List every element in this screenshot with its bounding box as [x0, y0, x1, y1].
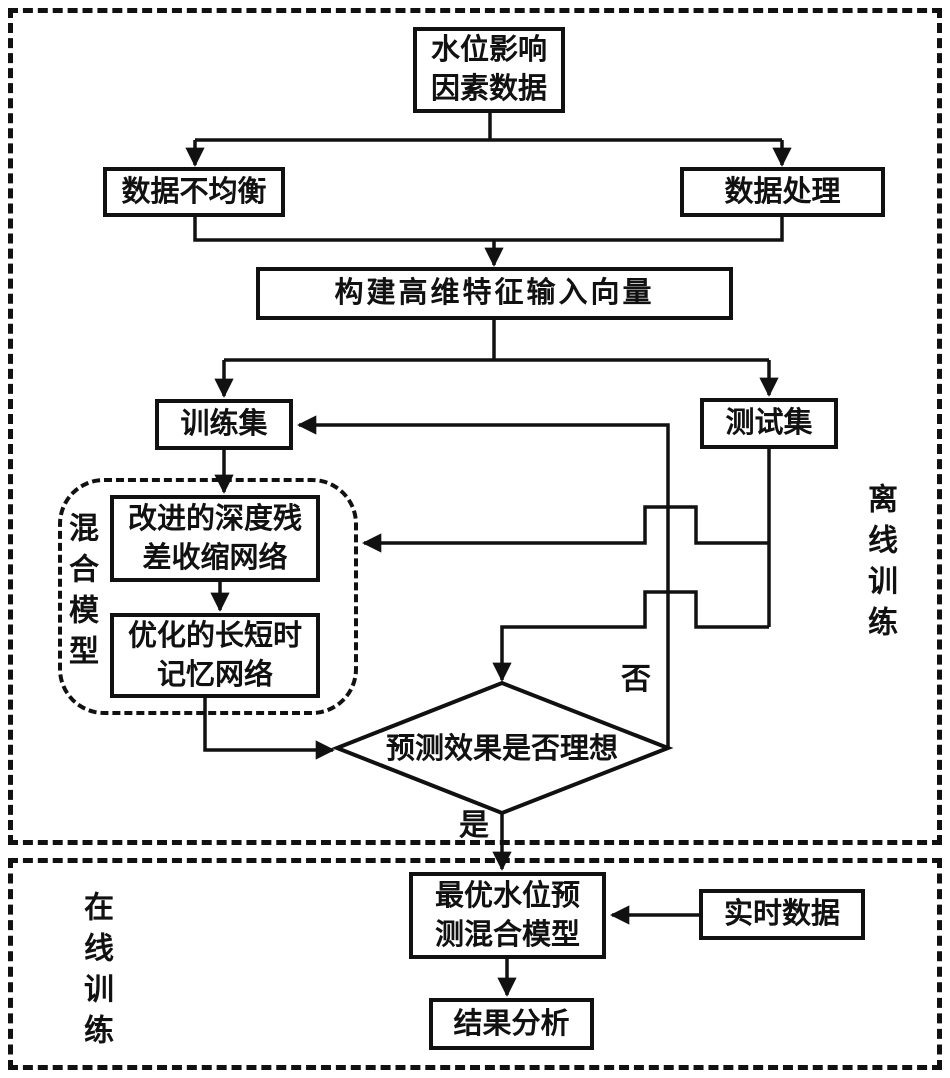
decision-label: 预测效果是否理想 [385, 733, 618, 765]
edge-test-to-decision [492, 590, 769, 682]
node-lstm-line1: 优化的长短时 [127, 619, 302, 652]
edge-label-yes: 是 [459, 809, 489, 842]
node-result-label: 结果分析 [453, 1007, 570, 1040]
node-test-set: 测试集 [700, 398, 838, 449]
node-result: 结果分析 [429, 998, 594, 1050]
node-source-line1: 水位影响 [430, 34, 547, 66]
node-feature: 构建高维特征输入向量 [256, 267, 733, 320]
node-lstm: 优化的长短时 记忆网络 [110, 613, 320, 698]
edge-source-split [195, 113, 782, 142]
edge-merge [193, 217, 784, 242]
node-feature-label: 构建高维特征输入向量 [334, 277, 655, 309]
edge-feature-split [224, 320, 769, 362]
edge-no-feedback [297, 415, 670, 748]
node-imbalance-label: 数据不均衡 [121, 175, 267, 208]
node-drsn-line2: 差收缩网络 [142, 541, 288, 574]
hybrid-group-label: 混合模型 [64, 512, 97, 676]
edge-test-to-hybrid [362, 505, 769, 553]
node-optimal-model: 最优水位预 测混合模型 [409, 872, 606, 959]
online-section-label: 在线训练 [79, 891, 112, 1055]
hybrid-model-container [58, 478, 358, 715]
online-section-border [8, 858, 942, 1070]
node-train-set-label: 训练集 [180, 408, 268, 440]
node-processing-label: 数据处理 [724, 175, 841, 208]
node-imbalance: 数据不均衡 [103, 167, 285, 217]
edge-label-no: 否 [621, 663, 651, 696]
node-source-line2: 因素数据 [430, 73, 547, 105]
node-realtime: 实时数据 [699, 889, 865, 940]
offline-section-border [8, 8, 942, 845]
node-test-set-label: 测试集 [725, 407, 813, 439]
node-drsn: 改进的深度残 差收缩网络 [110, 495, 320, 582]
node-processing: 数据处理 [680, 167, 885, 217]
node-optimal-line2: 测混合模型 [434, 918, 580, 951]
node-realtime-label: 实时数据 [723, 898, 840, 930]
edge-lstm-to-decision [203, 698, 335, 760]
node-optimal-line1: 最优水位预 [434, 879, 580, 912]
node-lstm-line2: 记忆网络 [156, 658, 273, 691]
node-source: 水位影响 因素数据 [413, 27, 565, 113]
node-train-set: 训练集 [155, 399, 293, 450]
node-drsn-line1: 改进的深度残 [127, 502, 302, 535]
offline-section-label: 离线训练 [863, 483, 896, 647]
